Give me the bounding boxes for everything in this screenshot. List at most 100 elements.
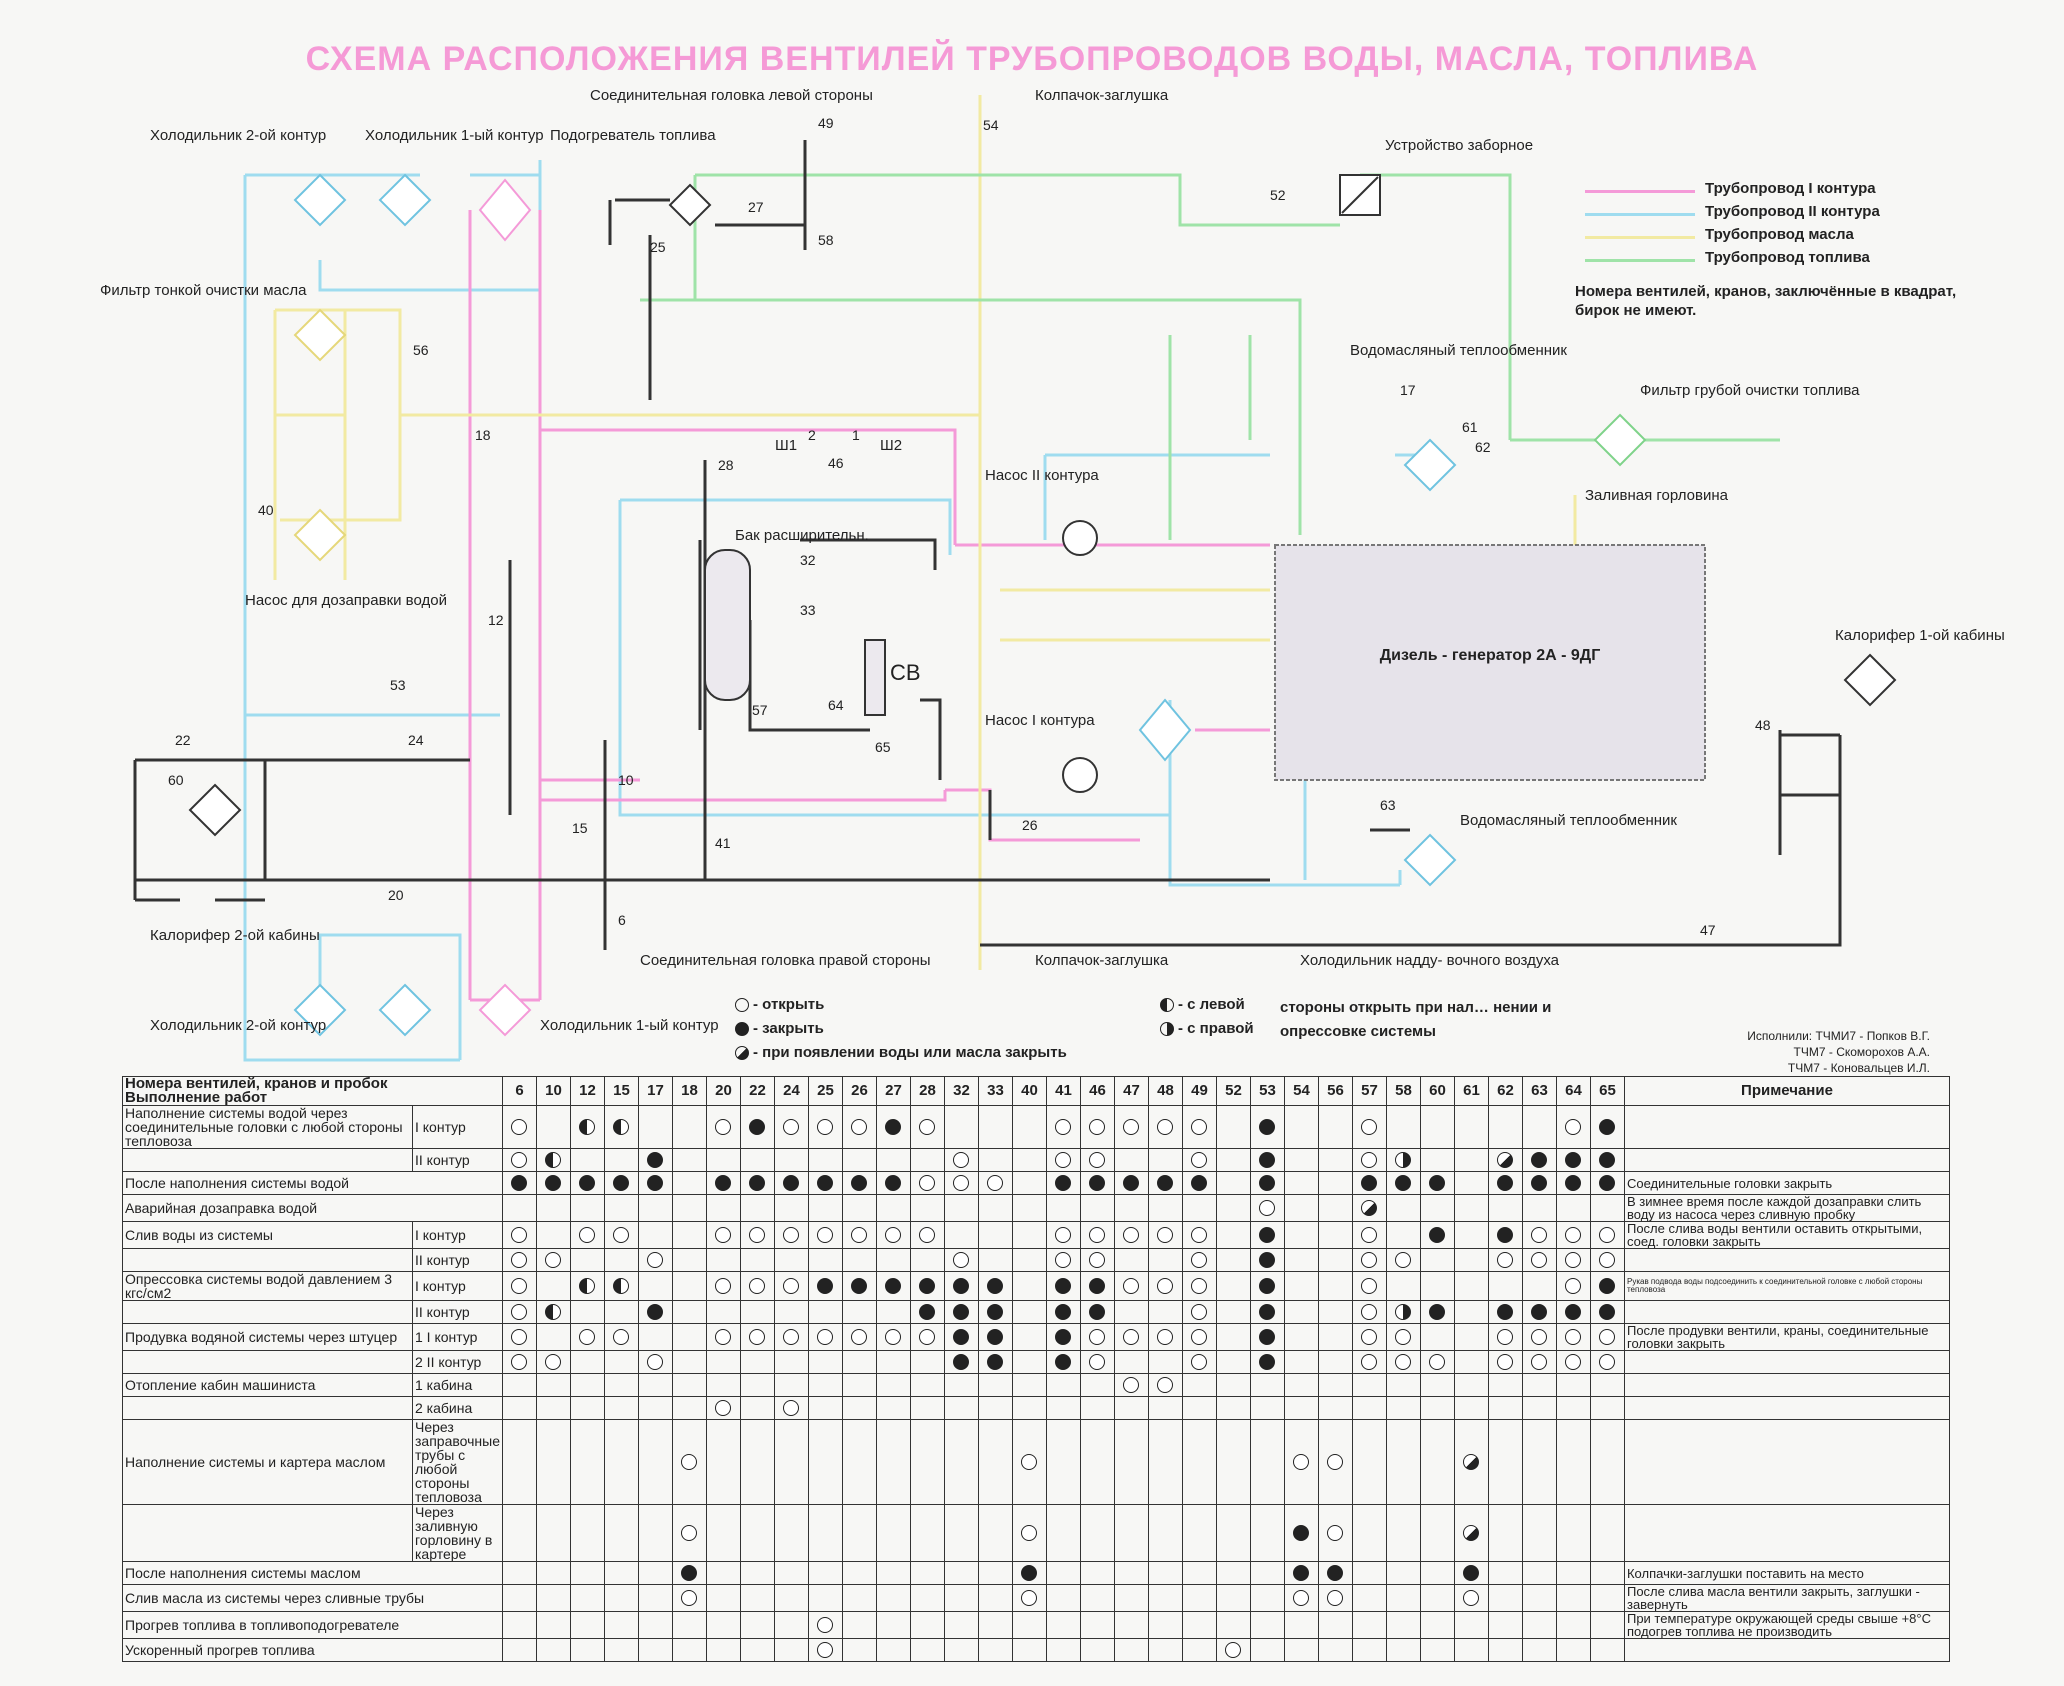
operation-cell — [122, 1300, 413, 1324]
valve-state-cell — [1011, 1638, 1047, 1662]
column-header: 48 — [1147, 1076, 1183, 1106]
valve-state-cell — [943, 1584, 979, 1612]
note-cell — [1623, 1373, 1950, 1397]
label-pump-refill: Насос для дозаправки водой — [245, 592, 447, 609]
valve-state-cell — [773, 1396, 809, 1420]
valve-state-cell — [943, 1561, 979, 1585]
valve-state-cell — [1045, 1323, 1081, 1351]
label-wo-exch-top: Водомасляный теплообменник — [1350, 342, 1567, 359]
valve-state-cell — [1283, 1105, 1319, 1149]
key-close-on: - при появлении воды или масла закрыть — [735, 1044, 1067, 1061]
valve-state-cell — [909, 1221, 945, 1249]
valve-state-cell — [977, 1271, 1013, 1301]
valve-state-cell — [1283, 1373, 1319, 1397]
valve-state-cell — [501, 1419, 537, 1505]
valve-state-icon — [1361, 1252, 1378, 1269]
valve-state-cell — [1385, 1194, 1421, 1222]
valve-state-cell — [1113, 1504, 1149, 1562]
valve-state-icon — [511, 1354, 528, 1371]
valve-state-cell — [1011, 1611, 1047, 1639]
valve-state-cell — [1215, 1350, 1251, 1374]
valve-state-icon — [715, 1119, 732, 1136]
valve-state-cell — [1385, 1221, 1421, 1249]
valve-state-cell — [1487, 1419, 1523, 1505]
valve-state-cell — [1385, 1105, 1421, 1149]
valve-number: 20 — [388, 887, 404, 903]
valve-state-cell — [1147, 1105, 1183, 1149]
valve-state-cell — [807, 1373, 843, 1397]
valve-state-cell — [1045, 1105, 1081, 1149]
legend-label: Трубопровод II контура — [1705, 203, 1880, 220]
valve-state-cell — [535, 1323, 571, 1351]
valve-state-cell — [773, 1419, 809, 1505]
valve-state-icon — [511, 1119, 528, 1136]
valve-state-cell — [1147, 1248, 1183, 1272]
valve-state-cell — [1487, 1350, 1523, 1374]
valve-state-cell — [1317, 1171, 1353, 1195]
valve-state-cell — [671, 1419, 707, 1505]
valve-state-icon — [1361, 1152, 1378, 1169]
valve-state-icon — [511, 1278, 528, 1295]
valve-state-icon — [953, 1175, 970, 1192]
valve-number: 58 — [818, 232, 834, 248]
valve-number: 56 — [413, 342, 429, 358]
valve-state-cell — [1011, 1504, 1047, 1562]
valve-state-icon — [1599, 1119, 1616, 1136]
valve-state-cell — [1317, 1419, 1353, 1505]
valve-state-cell — [1487, 1638, 1523, 1662]
valve-state-cell — [739, 1171, 775, 1195]
valve-state-icon — [1157, 1119, 1174, 1136]
valve-state-cell — [1453, 1638, 1489, 1662]
valve-state-icon — [1055, 1227, 1072, 1244]
valve-state-cell — [1079, 1419, 1115, 1505]
valve-state-cell — [977, 1105, 1013, 1149]
valve-state-cell — [1385, 1419, 1421, 1505]
valve-state-icon — [1191, 1304, 1208, 1321]
valve-state-cell — [1385, 1323, 1421, 1351]
valve-state-cell — [1045, 1419, 1081, 1505]
valve-state-icon — [1055, 1175, 1072, 1192]
valve-state-cell — [1113, 1373, 1149, 1397]
valve-state-cell — [1419, 1248, 1455, 1272]
sub-operation-cell: 2 II контур — [412, 1350, 503, 1374]
valve-state-cell — [807, 1221, 843, 1249]
column-header: 47 — [1113, 1076, 1149, 1106]
valve-state-cell — [637, 1148, 673, 1172]
valve-state-cell — [1453, 1105, 1489, 1149]
valve-state-cell — [1419, 1323, 1455, 1351]
valve-number: 27 — [748, 199, 764, 215]
valve-state-cell — [1589, 1611, 1625, 1639]
valve-state-cell — [1181, 1504, 1217, 1562]
valve-state-cell — [1113, 1171, 1149, 1195]
column-header: 64 — [1555, 1076, 1591, 1106]
valve-state-icon — [613, 1278, 630, 1295]
column-header: 65 — [1589, 1076, 1625, 1106]
valve-state-cell — [637, 1300, 673, 1324]
valve-state-icon — [919, 1227, 936, 1244]
valve-state-icon — [579, 1119, 596, 1136]
valve-state-cell — [1317, 1561, 1353, 1585]
half-right-circle-icon — [1160, 1022, 1174, 1036]
valve-state-cell — [1283, 1638, 1319, 1662]
valve-state-cell — [875, 1271, 911, 1301]
valve-state-cell — [909, 1350, 945, 1374]
valve-state-cell — [1521, 1611, 1557, 1639]
valve-state-cell — [1249, 1105, 1285, 1149]
valve-state-cell — [875, 1221, 911, 1249]
valve-state-icon — [545, 1304, 562, 1321]
valve-number: 57 — [752, 702, 768, 718]
valve-state-cell — [1521, 1248, 1557, 1272]
valve-state-cell — [773, 1611, 809, 1639]
pump2-icon — [1062, 520, 1098, 556]
valve-state-icon — [1259, 1175, 1276, 1192]
column-header: 54 — [1283, 1076, 1319, 1106]
valve-state-cell — [569, 1105, 605, 1149]
valve-state-icon — [1497, 1227, 1514, 1244]
valve-state-icon — [953, 1329, 970, 1346]
valve-state-cell — [671, 1638, 707, 1662]
valve-number: 6 — [618, 912, 626, 928]
valve-state-cell — [1419, 1221, 1455, 1249]
valve-state-cell — [1079, 1271, 1115, 1301]
